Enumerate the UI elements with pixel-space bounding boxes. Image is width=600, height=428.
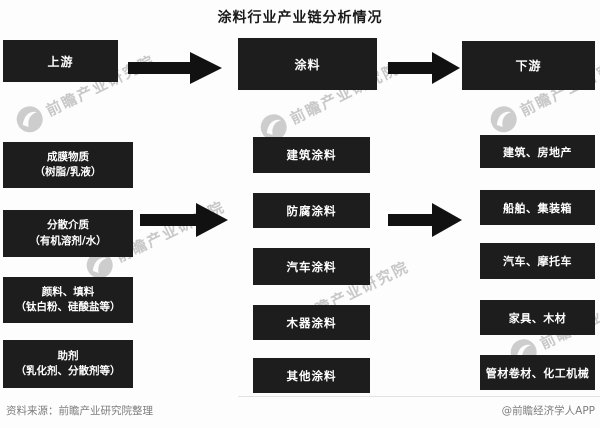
upstream-header-box: 上游 bbox=[3, 40, 118, 82]
upstream-item-line1: 成膜物质 bbox=[47, 150, 89, 163]
upstream-box-additives: 助剂 （乳化剂、分散剂等） bbox=[3, 340, 133, 388]
product-to-downstream-arrow-icon bbox=[388, 52, 460, 84]
page-title: 涂料行业产业链分析情况 bbox=[217, 10, 383, 26]
upstream-item-line1: 分散介质 bbox=[47, 219, 89, 232]
downstream-item-label: 汽车、摩托车 bbox=[503, 255, 572, 268]
upstream-to-product-mid-arrow-icon bbox=[140, 202, 228, 238]
upstream-item-line2: （钛白粉、硅酸盐等） bbox=[15, 301, 121, 313]
product-item-label: 防腐涂料 bbox=[286, 203, 337, 218]
product-item-label: 建筑涂料 bbox=[286, 148, 337, 162]
credit-note: @前瞻经济学人APP bbox=[501, 405, 595, 417]
qianzhan-logo-icon bbox=[486, 102, 521, 137]
downstream-item-label: 船舶、集装箱 bbox=[503, 201, 572, 215]
footer-divider bbox=[238, 396, 600, 397]
product-item-label: 其他涂料 bbox=[286, 368, 337, 383]
upstream-box-dispersion-medium: 分散介质 （有机溶剂/水） bbox=[3, 210, 133, 257]
product-box-other: 其他涂料 bbox=[253, 358, 370, 393]
product-header-box: 涂料 bbox=[238, 38, 377, 90]
product-box-automotive: 汽车涂料 bbox=[253, 248, 370, 285]
downstream-box-cars-motorcycles: 汽车、摩托车 bbox=[480, 243, 595, 279]
product-item-label: 汽车涂料 bbox=[286, 259, 337, 274]
downstream-header-label: 下游 bbox=[515, 59, 542, 73]
downstream-box-ships-containers: 船舶、集装箱 bbox=[480, 190, 595, 225]
upstream-box-pigments-fillers: 颜料、填料 （钛白粉、硅酸盐等） bbox=[3, 277, 133, 323]
upstream-header-label: 上游 bbox=[47, 54, 74, 69]
product-box-architectural: 建筑涂料 bbox=[253, 137, 370, 173]
upstream-item-line2: （树脂/乳液） bbox=[34, 166, 102, 178]
upstream-to-product-arrow-icon bbox=[128, 52, 222, 84]
downstream-header-box: 下游 bbox=[462, 41, 595, 90]
upstream-item-line1: 颜料、填料 bbox=[41, 285, 95, 298]
downstream-box-pipes-coils-machinery: 管材卷材、化工机械 bbox=[480, 355, 595, 390]
upstream-box-film-former: 成膜物质 （树脂/乳液） bbox=[3, 142, 133, 188]
downstream-item-label: 家具、木材 bbox=[508, 311, 567, 325]
upstream-item-line2: （有机溶剂/水） bbox=[29, 234, 107, 247]
upstream-item-line1: 助剂 bbox=[57, 349, 79, 362]
downstream-item-label: 管材卷材、化工机械 bbox=[485, 366, 590, 380]
product-header-label: 涂料 bbox=[294, 57, 321, 72]
product-box-anticorrosive: 防腐涂料 bbox=[253, 193, 370, 228]
downstream-box-furniture-wood: 家具、木材 bbox=[480, 300, 595, 335]
qianzhan-logo-icon bbox=[12, 102, 47, 137]
product-to-downstream-mid-arrow-icon bbox=[388, 202, 462, 238]
downstream-item-label: 建筑、房地产 bbox=[503, 145, 572, 159]
downstream-box-construction-realestate: 建筑、房地产 bbox=[480, 135, 595, 168]
product-item-label: 木器涂料 bbox=[286, 315, 337, 330]
product-box-wood: 木器涂料 bbox=[253, 305, 370, 340]
upstream-item-line2: （乳化剂、分散剂等） bbox=[15, 365, 121, 377]
source-note: 资料来源：前瞻产业研究院整理 bbox=[6, 405, 153, 417]
